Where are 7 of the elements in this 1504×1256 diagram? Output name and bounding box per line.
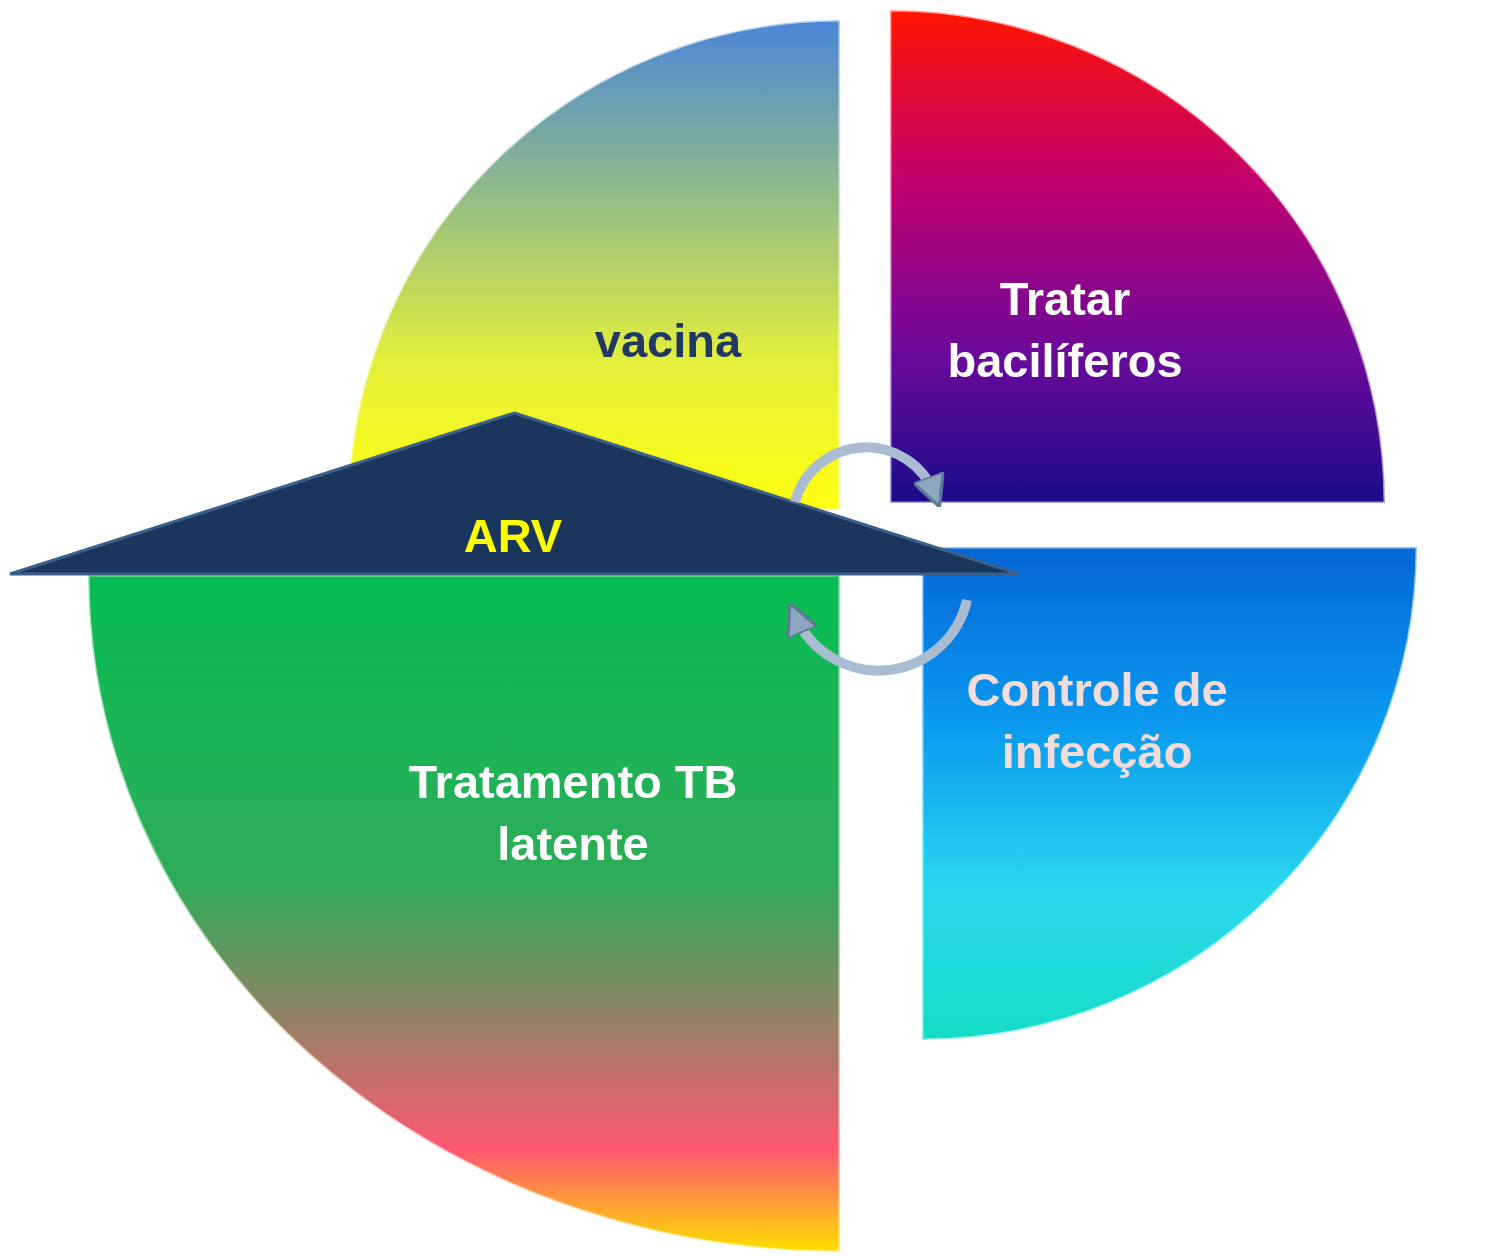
- segment-label: ARV: [462, 508, 564, 564]
- segment-label: Tratar bacilíferos: [946, 271, 1184, 389]
- curved-arrow: [790, 442, 944, 509]
- segment-label: Tratamento TB latente: [407, 754, 739, 872]
- segment-label: Controle de infecção: [965, 662, 1229, 780]
- curved-arrow: [787, 598, 972, 676]
- segment-label: vacina: [593, 313, 743, 369]
